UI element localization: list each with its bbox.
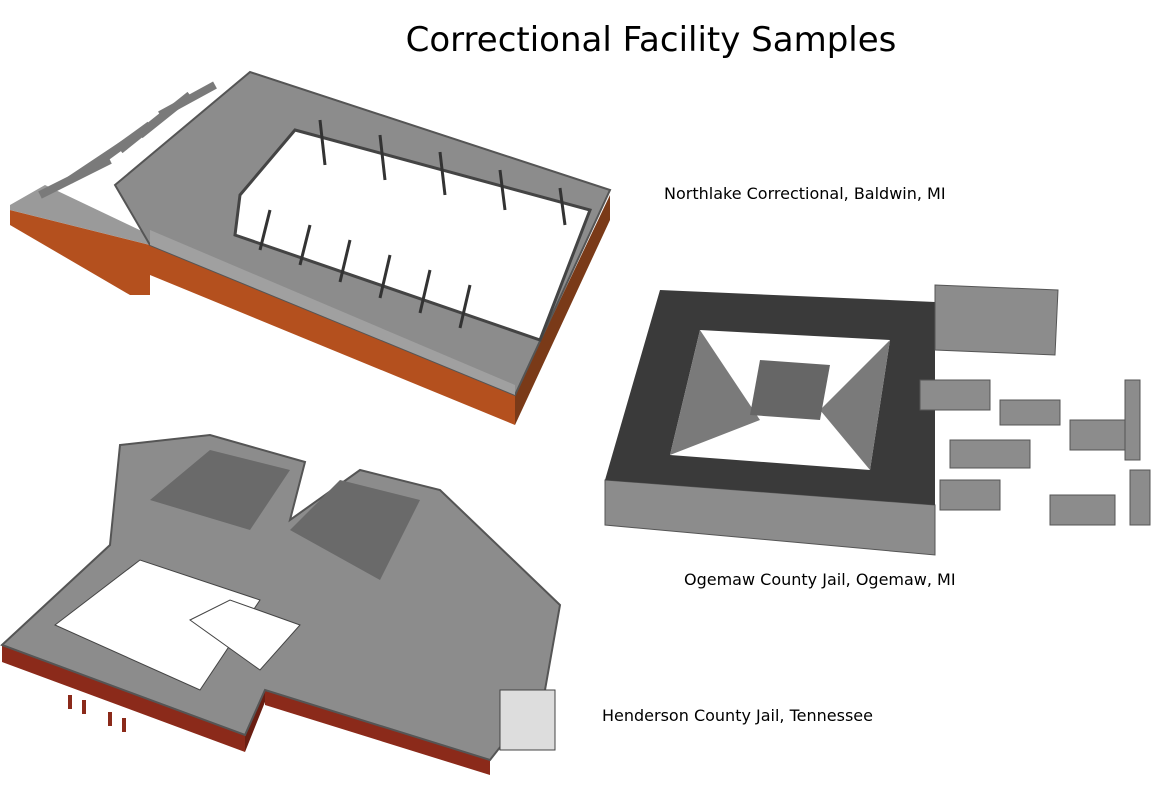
ogemaw-model xyxy=(604,284,1151,556)
henderson-model xyxy=(0,433,562,775)
page-title: Correctional Facility Samples xyxy=(405,20,897,60)
caption-northlake: Northlake Correctional, Baldwin, MI xyxy=(664,184,946,203)
caption-henderson: Henderson County Jail, Tennessee xyxy=(602,706,873,725)
caption-ogemaw: Ogemaw County Jail, Ogemaw, MI xyxy=(684,570,956,589)
northlake-model xyxy=(10,70,612,425)
